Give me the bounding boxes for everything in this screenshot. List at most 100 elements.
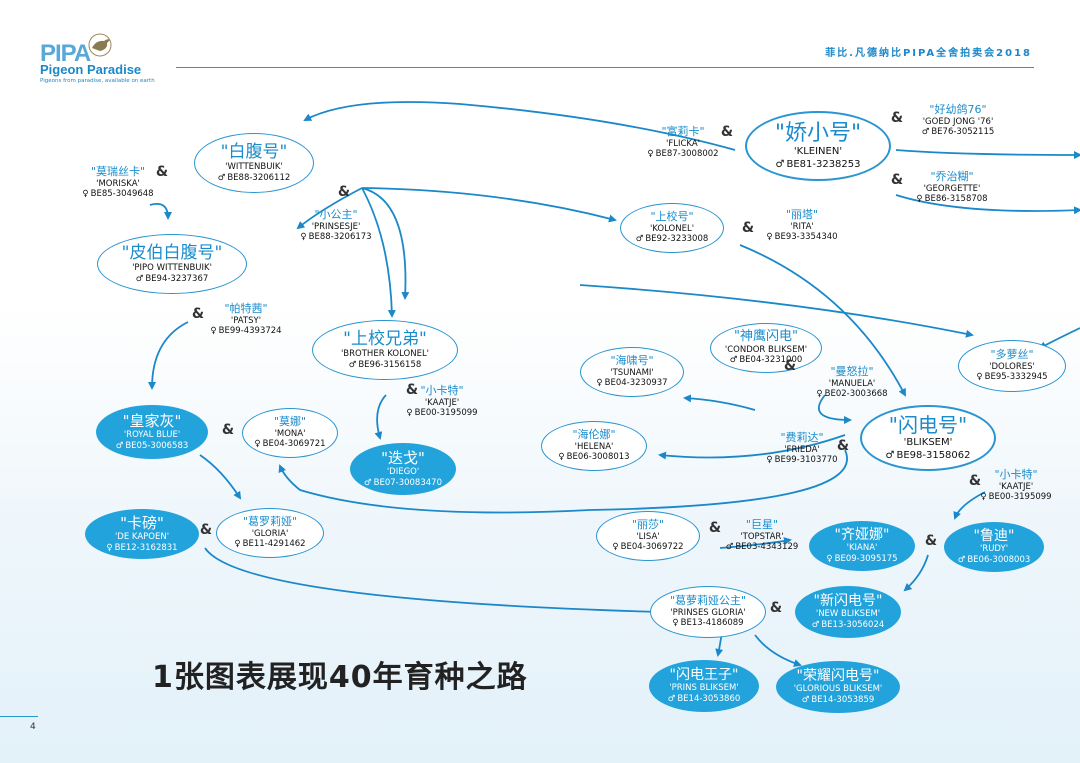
node-ring: BE99-4393724 bbox=[218, 326, 282, 337]
node-en-name: 'GOED JONG '76' bbox=[922, 116, 994, 127]
node-en-name: 'KOLONEL' bbox=[649, 223, 695, 234]
node-en-name: 'ROYAL BLUE' bbox=[123, 430, 181, 440]
pigeon-node-mona: "莫娜" 'MONA' ♀BE04-3069721 bbox=[242, 408, 338, 458]
node-en-name: 'KIANA' bbox=[846, 543, 878, 554]
node-ring: BE81-3238253 bbox=[786, 158, 861, 170]
node-ring: BE00-3195099 bbox=[988, 492, 1052, 503]
pairing-symbol: & bbox=[769, 600, 783, 616]
pairing-symbol: & bbox=[783, 358, 797, 374]
node-cn-name: "迭戈" bbox=[381, 448, 425, 467]
node-en-name: 'LISA' bbox=[636, 531, 660, 542]
female-icon: ♀ bbox=[300, 232, 307, 243]
node-ring: BE05-3006583 bbox=[125, 440, 189, 451]
node-cn-name: "闪电号" bbox=[888, 413, 968, 437]
page-divider bbox=[0, 716, 38, 717]
node-cn-name: "神鹰闪电" bbox=[734, 328, 798, 344]
node-cn-name: "乔治糊" bbox=[930, 170, 974, 184]
node-cn-name: "小卡特" bbox=[994, 468, 1038, 482]
node-en-name: 'BROTHER KOLONEL' bbox=[340, 349, 430, 360]
node-ring: BE95-3332945 bbox=[984, 372, 1048, 383]
pigeon-node-moriska: "莫瑞丝卡" 'MORISKA' ♀BE85-3049648 bbox=[82, 165, 153, 200]
pigeon-node-new-bliksem: "新闪电号" 'NEW BLIKSEM' ♂BE13-3056024 bbox=[795, 586, 901, 638]
female-icon: ♀ bbox=[766, 455, 773, 466]
pigeon-node-gloria: "葛罗莉娅" 'GLORIA' ♀BE11-4291462 bbox=[216, 508, 324, 558]
node-cn-name: "白腹号" bbox=[220, 141, 288, 162]
pairing-symbol: & bbox=[405, 382, 419, 398]
node-en-name: 'CONDOR BLIKSEM' bbox=[724, 344, 808, 355]
pigeon-node-kleinen: "娇小号" 'KLEINEN' ♂BE81-3238253 bbox=[745, 111, 891, 181]
female-icon: ♀ bbox=[106, 542, 113, 553]
node-cn-name: "新闪电号" bbox=[813, 593, 883, 610]
node-cn-name: "上校号" bbox=[650, 210, 694, 224]
node-cn-name: "上校兄弟" bbox=[343, 328, 427, 349]
node-ring: BE96-3156158 bbox=[358, 359, 422, 370]
pigeon-node-georgette: "乔治糊" 'GEORGETTE' ♀BE86-3158708 bbox=[916, 170, 987, 205]
node-cn-name: "鲁迪" bbox=[973, 528, 1015, 545]
node-en-name: 'TOPSTAR' bbox=[740, 531, 784, 542]
male-icon: ♂ bbox=[635, 234, 644, 245]
node-ring: BE87-3008002 bbox=[655, 149, 719, 160]
node-ring: BE99-3103770 bbox=[774, 455, 838, 466]
node-en-name: 'RITA' bbox=[790, 221, 814, 232]
pairing-symbol: & bbox=[155, 164, 169, 180]
node-en-name: 'GLORIA' bbox=[251, 528, 289, 539]
node-en-name: 'BLIKSEM' bbox=[903, 437, 953, 448]
pigeon-node-condor-bliksem: "神鹰闪电" 'CONDOR BLIKSEM' ♂BE04-3231000 bbox=[710, 323, 822, 373]
node-ring: BE14-3053860 bbox=[677, 694, 741, 705]
male-icon: ♂ bbox=[115, 440, 124, 451]
header-divider bbox=[176, 67, 1034, 68]
male-icon: ♂ bbox=[801, 695, 810, 706]
pairing-symbol: & bbox=[337, 184, 351, 200]
node-ring: BE04-3231000 bbox=[739, 355, 803, 366]
node-en-name: 'MONA' bbox=[274, 428, 306, 439]
node-en-name: 'TSUNAMI' bbox=[610, 367, 654, 378]
pigeon-node-dolores: "多萝丝" 'DOLORES' ♀BE95-3332945 bbox=[958, 340, 1066, 392]
node-ring: BE93-3354340 bbox=[774, 232, 838, 243]
node-cn-name: "荣耀闪电号" bbox=[796, 668, 880, 685]
male-icon: ♂ bbox=[667, 694, 676, 705]
node-cn-name: "卡磅" bbox=[120, 513, 164, 532]
node-en-name: 'WITTENBUIK' bbox=[225, 162, 283, 173]
node-ring: BE04-3069721 bbox=[262, 439, 326, 450]
pigeon-node-flicka: "富莉卡" 'FLICKA' ♀BE87-3008002 bbox=[647, 125, 719, 160]
node-en-name: 'FLICKA' bbox=[666, 138, 700, 149]
node-cn-name: "皇家灰" bbox=[122, 411, 182, 430]
female-icon: ♀ bbox=[612, 542, 619, 553]
pairing-symbol: & bbox=[191, 306, 205, 322]
node-en-name: 'KAATJE' bbox=[998, 481, 1034, 492]
pairing-symbol: & bbox=[968, 473, 982, 489]
node-cn-name: "富莉卡" bbox=[661, 125, 705, 139]
node-ring: BE04-3069722 bbox=[620, 542, 684, 553]
female-icon: ♀ bbox=[558, 452, 565, 463]
node-cn-name: "娇小号" bbox=[774, 120, 862, 146]
male-icon: ♂ bbox=[348, 359, 357, 370]
node-en-name: 'FRIEDA' bbox=[784, 444, 820, 455]
node-en-name: 'PATSY' bbox=[230, 315, 262, 326]
female-icon: ♀ bbox=[826, 554, 833, 565]
node-cn-name: "海啸号" bbox=[610, 354, 654, 368]
female-icon: ♀ bbox=[766, 232, 773, 243]
logo-tagline: Pigeons from paradise, available on eart… bbox=[40, 78, 155, 84]
node-ring: BE07-30083470 bbox=[373, 477, 442, 488]
node-ring: BE03-4343129 bbox=[735, 542, 799, 553]
node-cn-name: "小公主" bbox=[314, 208, 358, 222]
node-cn-name: "莫娜" bbox=[273, 415, 307, 429]
node-en-name: 'MORISKA' bbox=[96, 178, 140, 189]
node-cn-name: "丽塔" bbox=[785, 208, 819, 222]
main-title: 1张图表展现40年育种之路 bbox=[152, 660, 528, 695]
pigeon-node-pipo: "皮伯白腹号" 'PIPO WITTENBUIK' ♂BE94-3237367 bbox=[97, 234, 247, 294]
male-icon: ♂ bbox=[217, 172, 226, 183]
female-icon: ♀ bbox=[82, 189, 89, 200]
node-en-name: 'KLEINEN' bbox=[793, 146, 843, 158]
male-icon: ♂ bbox=[729, 355, 738, 366]
node-en-name: 'MANUELA' bbox=[828, 378, 876, 389]
node-cn-name: "帕特茜" bbox=[224, 302, 268, 316]
pairing-symbol: & bbox=[708, 520, 722, 536]
node-ring: BE11-4291462 bbox=[242, 539, 306, 550]
node-cn-name: "费莉达" bbox=[780, 431, 824, 445]
pairing-symbol: & bbox=[890, 110, 904, 126]
node-ring: BE12-3162831 bbox=[114, 542, 178, 553]
node-cn-name: "多萝丝" bbox=[990, 348, 1034, 362]
pigeon-node-kaatje-2: "小卡特" 'KAATJE' ♀BE00-3195099 bbox=[980, 468, 1052, 503]
pairing-symbol: & bbox=[199, 522, 213, 538]
